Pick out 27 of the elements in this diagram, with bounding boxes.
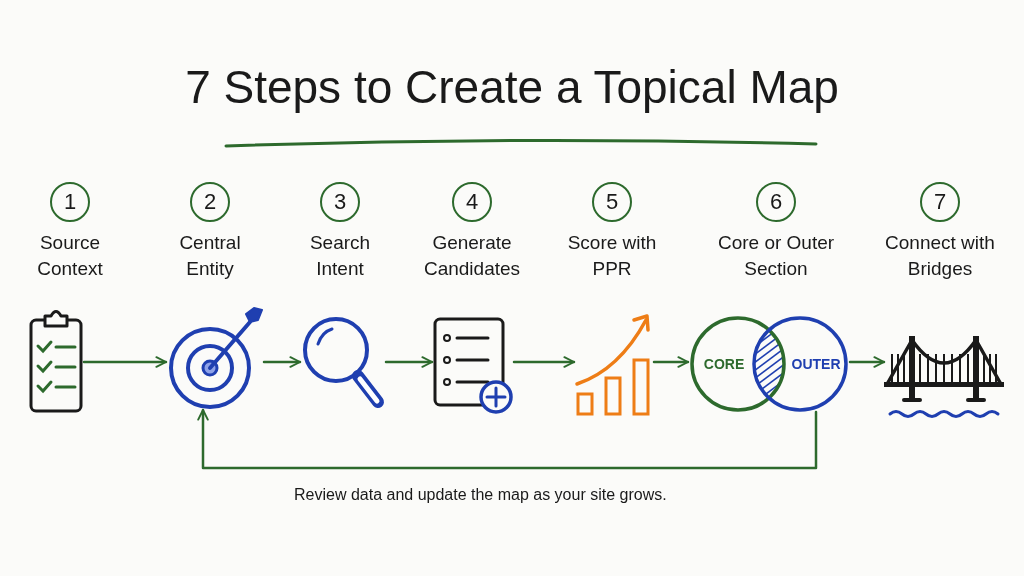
title: 7 Steps to Create a Topical Map — [184, 60, 840, 114]
outer-label: OUTER — [791, 356, 841, 372]
arrow — [848, 356, 886, 368]
core-label: CORE — [703, 356, 745, 372]
step-number: 3 — [320, 182, 360, 222]
arrow — [82, 356, 168, 368]
arrow — [197, 408, 818, 470]
step-title: Central Entity — [178, 231, 242, 281]
arrow — [384, 356, 434, 368]
step-title: Connect with Bridges — [884, 231, 996, 281]
step-title: Source Context — [36, 231, 104, 281]
step-title: Generate Candidates — [422, 231, 522, 281]
step-number: 2 — [190, 182, 230, 222]
step-number: 6 — [756, 182, 796, 222]
arrow — [262, 356, 302, 368]
step-number: 1 — [50, 182, 90, 222]
list-drawing — [432, 316, 514, 414]
arrow — [512, 356, 576, 368]
target-drawing — [166, 306, 264, 410]
arrow — [652, 356, 690, 368]
step-title: Core or Outer Section — [716, 231, 836, 281]
step-title: Score with PPR — [566, 231, 658, 281]
step-number: 7 — [920, 182, 960, 222]
bridge-drawing — [884, 334, 1004, 420]
step-number: 5 — [592, 182, 632, 222]
step-title: Search Intent — [308, 231, 372, 281]
step-number: 4 — [452, 182, 492, 222]
